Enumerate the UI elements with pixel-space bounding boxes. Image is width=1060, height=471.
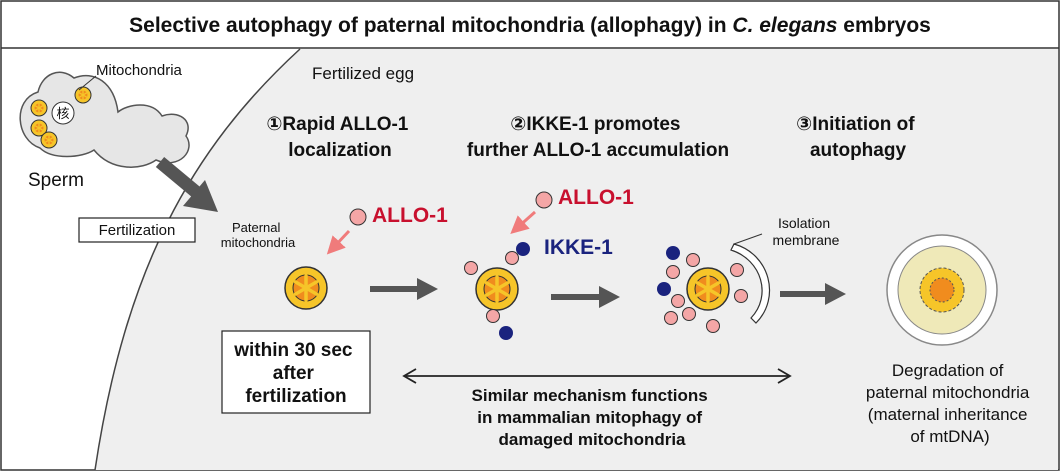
allo1-label-1: ALLO-1 [372, 204, 448, 227]
sperm-mitochondrion [40, 131, 58, 149]
allo1-particle [730, 263, 744, 277]
ikke1-label: IKKE-1 [544, 236, 613, 259]
allo1-particle [734, 289, 748, 303]
ikke1-particle [499, 326, 513, 340]
allo1-particle [682, 307, 696, 321]
allo1-particle [505, 251, 519, 265]
allo1-arrow-1 [326, 229, 351, 255]
allo1-particle [664, 311, 678, 325]
isolation-membrane-pointer [733, 233, 763, 245]
fertilization-arrow [155, 157, 218, 212]
paternal-mitochondrion-1 [283, 265, 329, 311]
similar-mechanism-text: Similar mechanism functions in mammalian… [472, 386, 713, 449]
sperm-label: Sperm [28, 170, 84, 191]
step-3-title: ③Initiation of autophagy [796, 114, 920, 161]
fertilization-box [78, 217, 196, 243]
fertilized-egg-label: Fertilized egg [312, 64, 414, 83]
allo1-particle [464, 261, 478, 275]
paternal-mito-label: Paternal mitochondria [221, 220, 296, 250]
stage-arrow-3 [780, 283, 846, 305]
stage-arrow-2 [551, 286, 620, 308]
allo1-particle [686, 253, 700, 267]
mitochondria-label: Mitochondria [96, 62, 183, 79]
nucleus-label: 核 [56, 106, 69, 121]
title: Selective autophagy of paternal mitochon… [129, 14, 931, 37]
paternal-mitochondrion-2 [474, 266, 520, 312]
paternal-mitochondrion-3 [685, 266, 731, 312]
allo1-label-2: ALLO-1 [558, 186, 634, 209]
within-30-sec-text: within 30 sec after fertilization [233, 340, 358, 407]
autophagosome [886, 234, 998, 346]
sperm-mitochondrion [74, 86, 92, 104]
allo1-particle [349, 208, 367, 226]
mitochondria-pointer [78, 75, 97, 91]
allo1-particle [671, 294, 685, 308]
ikke1-particle [666, 246, 680, 260]
sperm-nucleus [51, 101, 75, 125]
ikke1-particle [657, 282, 671, 296]
isolation-membrane-label: Isolation membrane [773, 215, 840, 248]
isolation-membrane [730, 243, 771, 324]
stage-arrow-1 [370, 278, 438, 300]
within-30-sec-box [221, 330, 371, 414]
allo1-arrow-2 [510, 210, 536, 234]
allo1-particle [486, 309, 500, 323]
step-2-title: ②IKKE-1 promotes further ALLO-1 accumula… [467, 114, 729, 161]
step-1-title: ①Rapid ALLO-1 localization [266, 114, 413, 161]
sperm-mitochondrion [30, 99, 48, 117]
sperm: 核 Mitochondria Sperm [19, 62, 190, 191]
allo1-particle [706, 319, 720, 333]
fertilization-label: Fertilization [99, 222, 176, 239]
allo1-particle [535, 191, 553, 209]
degradation-text: Degradation of paternal mitochondria (ma… [866, 361, 1034, 446]
allo1-particle [666, 265, 680, 279]
ikke1-particle [516, 242, 530, 256]
similar-mechanism-double-arrow [402, 368, 792, 384]
